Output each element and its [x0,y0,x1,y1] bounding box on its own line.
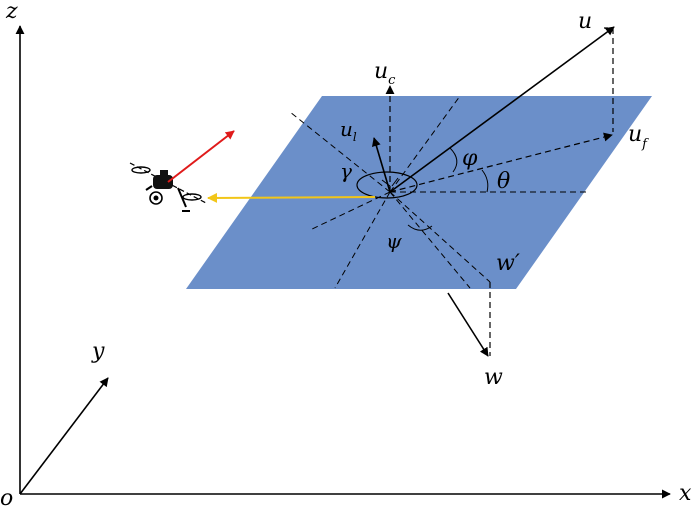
ul-vector [371,137,391,193]
ul-label: ul [340,117,357,144]
psi-label: ψ [386,229,402,253]
origin-label: o [0,486,13,509]
w-prime-label: w′ [496,251,520,276]
u-label: u [578,9,592,34]
w-label: w [484,365,503,390]
w-vector [447,292,489,357]
phi-arc [449,147,458,173]
uc-label: uc [374,59,396,88]
theta-label: θ [497,169,510,194]
uf-label: uf [628,122,649,152]
phi-label: φ [462,146,478,171]
quadrotor-drone-icon [129,162,207,212]
y-axis [19,377,109,495]
gamma-label: γ [340,159,352,183]
x-axis-label: x [679,481,692,506]
z-axis-label: z [5,0,18,24]
gamma-arc [356,171,418,199]
plane [186,96,652,289]
psi-arc [407,224,433,231]
u-vector [389,26,615,193]
drone-velocity-arrow [167,130,235,183]
y-axis-label: y [91,339,105,364]
gamma-arc-tick [381,177,399,187]
theta-arc [481,169,489,193]
projection-arrow [207,192,376,203]
uf-vector [389,132,613,193]
